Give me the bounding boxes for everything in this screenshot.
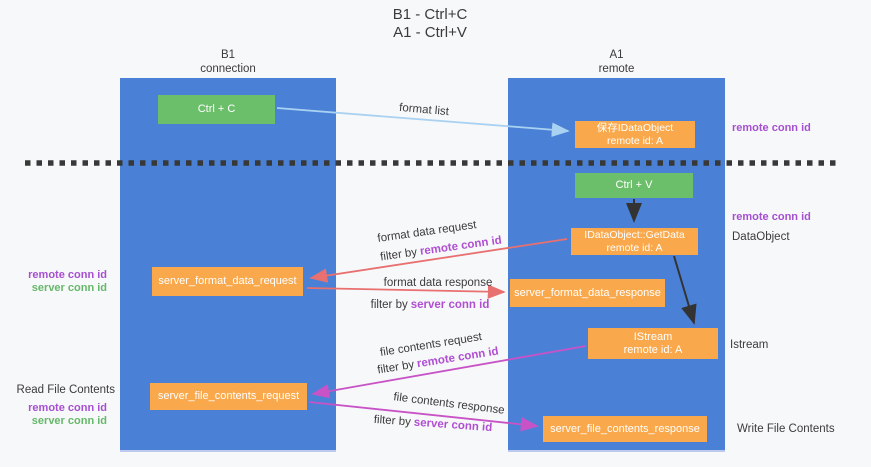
lane-header-a1: A1 remote xyxy=(508,49,725,76)
node-istream-line1: IStream xyxy=(633,331,673,343)
edge-label-format-data-response: format data response xyxy=(383,277,493,289)
right-label-istream: Istream xyxy=(730,339,769,351)
left-label-remote-conn-id-2: remote conn id xyxy=(28,402,107,414)
lane-a1-subtitle: remote xyxy=(598,62,635,75)
node-idataobject-getdata: IDataObject::GetData remote id: A xyxy=(571,228,698,255)
right-label-remote-conn-id-top: remote conn id xyxy=(732,122,811,134)
diagram-title: B1 - Ctrl+C A1 - Ctrl+V xyxy=(393,6,468,42)
node-getdata-line1: IDataObject::GetData xyxy=(584,229,685,241)
lane-header-b1: B1 connection xyxy=(120,49,336,76)
filter-by-text: filter by xyxy=(373,413,412,429)
left-label-server-conn-id: server conn id xyxy=(31,282,107,294)
node-save-idataobject-line2: remote id: A xyxy=(606,134,664,147)
node-istream-line2: remote id: A xyxy=(623,343,683,356)
right-label-dataobject: DataObject xyxy=(732,231,790,243)
node-save-idataobject-line1: 保存IDataObject xyxy=(596,122,674,134)
edge-label-format-list: format list xyxy=(398,101,450,119)
title-line-2: A1 - Ctrl+V xyxy=(393,24,467,41)
node-getdata-line2: remote id: A xyxy=(606,241,663,254)
lane-a1-name: A1 xyxy=(609,49,624,61)
node-istream: IStream remote id: A xyxy=(588,328,718,359)
node-server-format-data-request: server_format_data_request xyxy=(152,267,303,296)
right-label-write-file-contents: Write File Contents xyxy=(737,423,835,435)
filter-by-text: filter by xyxy=(379,246,418,264)
node-ctrl-c: Ctrl + C xyxy=(158,95,275,124)
left-label-remote-conn-id: remote conn id xyxy=(28,269,107,281)
node-ctrl-c-label: Ctrl + C xyxy=(197,103,236,116)
right-label-remote-conn-id-mid: remote conn id xyxy=(732,211,811,223)
lane-b1-subtitle: connection xyxy=(200,62,256,75)
server-conn-id-key: server conn id xyxy=(410,299,490,311)
lane-b1-name: B1 xyxy=(220,49,236,61)
node-server-file-contents-request: server_file_contents_request xyxy=(150,383,307,410)
node-file-response-label: server_file_contents_response xyxy=(550,422,700,435)
node-ctrl-v: Ctrl + V xyxy=(575,173,693,198)
node-format-request-label: server_format_data_request xyxy=(158,275,297,288)
edge-label-file-contents-response: file contents response xyxy=(392,391,506,417)
filter-by-text: filter by xyxy=(370,299,408,311)
left-label-server-conn-id-2: server conn id xyxy=(31,415,107,427)
node-format-response-label: server_format_data_response xyxy=(514,286,661,299)
remote-conn-id-key: remote conn id xyxy=(419,234,503,258)
node-file-request-label: server_file_contents_request xyxy=(157,390,300,403)
left-label-read-file-contents: Read File Contents xyxy=(16,384,115,396)
server-conn-id-key: server conn id xyxy=(413,416,493,435)
node-server-file-contents-response: server_file_contents_response xyxy=(543,416,707,442)
node-ctrl-v-label: Ctrl + V xyxy=(615,179,653,192)
node-server-format-data-response: server_format_data_response xyxy=(510,279,665,307)
filter-by-text: filter by xyxy=(376,358,416,377)
title-line-1: B1 - Ctrl+C xyxy=(392,6,468,23)
node-save-idataobject: 保存IDataObject remote id: A xyxy=(575,121,695,148)
